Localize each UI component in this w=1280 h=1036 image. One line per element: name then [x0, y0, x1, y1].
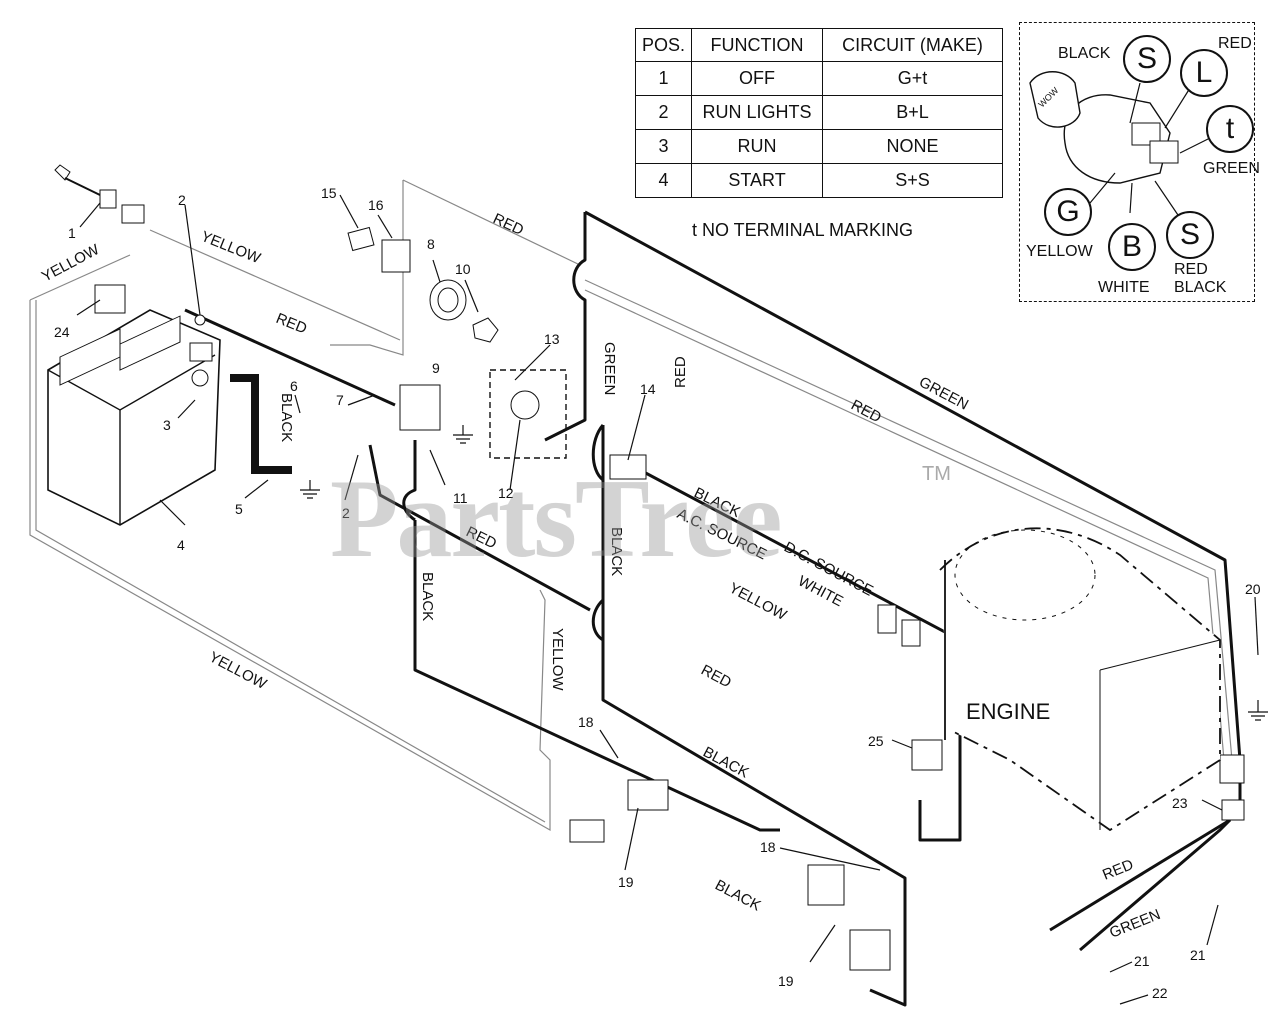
table-row: 2 RUN LIGHTS B+L: [634, 95, 1004, 130]
cell-function: OFF: [691, 61, 824, 96]
callout-3: 3: [163, 417, 171, 433]
callout-21: 21: [1190, 947, 1206, 963]
cell-circuit: S+S: [822, 163, 1004, 198]
table-header-row: POS. FUNCTION CIRCUIT (MAKE): [634, 28, 1004, 62]
terminal-s: S: [1166, 211, 1214, 259]
callout-19: 19: [618, 874, 634, 890]
yellow-ground-loop: [29, 179, 1233, 832]
terminal-t: t: [1206, 105, 1254, 153]
callout-21: 21: [1134, 953, 1150, 969]
wire-label-black: BLACK: [419, 572, 436, 621]
callout-18: 18: [760, 839, 776, 855]
wire-label-black: BLACK: [608, 527, 625, 576]
table-row: 1 OFF G+t: [634, 61, 1004, 96]
wire-label-yellow: YELLOW: [206, 649, 270, 694]
callout-7: 7: [336, 392, 344, 408]
connectors: [54, 164, 1245, 971]
cell-pos: 3: [634, 129, 693, 164]
label-yellow: YELLOW: [1026, 243, 1093, 260]
label-red-black-top: RED: [1174, 261, 1208, 278]
wire-label-red: RED: [490, 210, 526, 239]
wire-label-red: RED: [274, 310, 310, 338]
wire-label-red: RED: [672, 356, 689, 388]
cell-function: RUN LIGHTS: [691, 95, 824, 130]
callout-10: 10: [455, 261, 471, 277]
terminal-g: G: [1044, 188, 1092, 236]
callout-4: 4: [177, 537, 185, 553]
callout-19: 19: [778, 973, 794, 989]
callout-12: 12: [498, 485, 514, 501]
trademark-mark: TM: [922, 463, 951, 485]
label-white: WHITE: [1098, 279, 1150, 296]
terminal-l: L: [1180, 49, 1228, 97]
cell-circuit: G+t: [822, 61, 1004, 96]
callout-18: 18: [578, 714, 594, 730]
battery-negative-cable: [230, 374, 292, 474]
wire-label-red: RED: [698, 662, 734, 692]
main-harness: [184, 210, 1242, 1007]
parts-tree-watermark: PartsTree: [330, 457, 783, 581]
key-switch-box: [489, 369, 567, 459]
callout-15: 15: [321, 185, 337, 201]
callout-13: 13: [544, 331, 560, 347]
wire-label-black: BLACK: [700, 744, 751, 782]
engine-label: ENGINE: [966, 699, 1051, 724]
wire-label-yellow: YELLOW: [39, 241, 103, 286]
callout-11: 11: [453, 490, 468, 506]
cell-function: START: [691, 163, 824, 198]
cell-function: RUN: [691, 129, 824, 164]
wire-label-green: GREEN: [601, 342, 618, 395]
callout-6: 6: [290, 378, 298, 394]
cell-pos: 4: [634, 163, 693, 198]
column-header-circuit: CIRCUIT (MAKE): [822, 28, 1004, 62]
switch-terminal-inset: WOW S L t G B S BLACK RED GREEN YELLOW W…: [1019, 22, 1260, 302]
cell-pos: 2: [634, 95, 693, 130]
callout-9: 9: [432, 360, 440, 376]
label-green: GREEN: [1203, 160, 1260, 177]
callout-14: 14: [640, 381, 656, 397]
label-red: RED: [1218, 35, 1252, 52]
column-header-pos: POS.: [634, 28, 693, 62]
callout-5: 5: [235, 501, 243, 517]
table-row: 3 RUN NONE: [634, 129, 1004, 164]
callout-2: 2: [342, 505, 350, 521]
callout-8: 8: [427, 236, 435, 252]
wire-label-yellow: YELLOW: [199, 228, 264, 267]
callout-1: 1: [68, 225, 76, 241]
callout-numbers: 1 2 2 3 4 5 6 7 8 9 10 11 12 13 14 15 16…: [54, 185, 1261, 1001]
wire-label-green: GREEN: [1107, 906, 1163, 942]
cell-circuit: B+L: [822, 95, 1004, 130]
callout-22: 22: [1152, 985, 1168, 1001]
callout-23: 23: [1172, 795, 1188, 811]
leader-lines: [76, 194, 1259, 1005]
switch-function-table: POS. FUNCTION CIRCUIT (MAKE) 1 OFF G+t 2…: [634, 28, 1004, 198]
wire-label-yellow: YELLOW: [726, 580, 790, 625]
label-red-black-bottom: BLACK: [1174, 279, 1227, 296]
callout-2: 2: [178, 192, 186, 208]
wire-label-red: RED: [848, 397, 884, 427]
callout-25: 25: [868, 733, 884, 749]
terminal-b: B: [1108, 223, 1156, 271]
ground-symbols: [300, 425, 1268, 721]
table-footnote: t NO TERMINAL MARKING: [692, 220, 914, 240]
table-row: 4 START S+S: [634, 163, 1004, 198]
callout-20: 20: [1245, 581, 1261, 597]
cell-pos: 1: [634, 61, 693, 96]
battery: [47, 309, 221, 526]
wire-label-black: BLACK: [712, 877, 763, 915]
callout-24: 24: [54, 324, 70, 340]
wire-label-black: BLACK: [278, 393, 295, 442]
cell-circuit: NONE: [822, 129, 1004, 164]
wire-label-yellow: YELLOW: [549, 628, 566, 691]
switch-body-drawing: WOW: [1029, 71, 1221, 219]
column-header-function: FUNCTION: [691, 28, 824, 62]
terminal-s: S: [1123, 35, 1171, 83]
callout-16: 16: [368, 197, 384, 213]
engine: [939, 527, 1221, 832]
label-black: BLACK: [1058, 45, 1111, 62]
